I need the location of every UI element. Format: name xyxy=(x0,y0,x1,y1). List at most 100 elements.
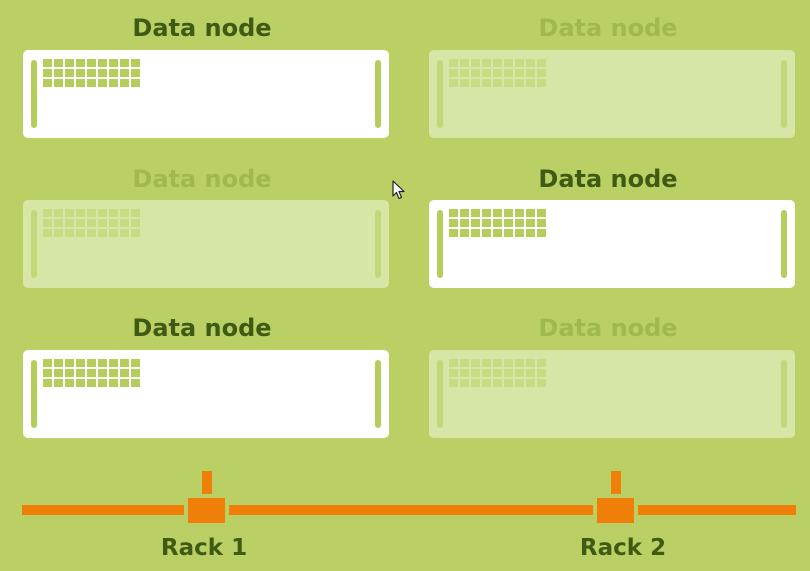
data-node-1 xyxy=(23,50,389,138)
port-cell xyxy=(120,379,129,387)
port-cell xyxy=(482,59,491,67)
port-cell xyxy=(493,209,502,217)
port-cell xyxy=(76,359,85,367)
port-cell xyxy=(76,59,85,67)
port-cell xyxy=(515,369,524,377)
port-cell xyxy=(537,229,546,237)
port-cell xyxy=(471,219,480,227)
port-cell xyxy=(537,369,546,377)
port-cell xyxy=(537,79,546,87)
connector-stem xyxy=(202,471,212,494)
node-bracket-left xyxy=(437,210,443,278)
connector-stem xyxy=(611,471,621,494)
port-cell xyxy=(515,79,524,87)
port-cell xyxy=(537,59,546,67)
port-cell xyxy=(515,229,524,237)
node-bracket-right xyxy=(375,210,381,278)
port-cell xyxy=(515,209,524,217)
port-cell xyxy=(109,379,118,387)
port-cell xyxy=(87,369,96,377)
port-cell xyxy=(87,379,96,387)
data-node-6 xyxy=(429,350,795,438)
port-cell xyxy=(54,359,63,367)
port-cell xyxy=(526,229,535,237)
port-cell xyxy=(54,69,63,77)
port-cell xyxy=(537,379,546,387)
node-bracket-right xyxy=(781,210,787,278)
port-cell xyxy=(482,229,491,237)
port-cell xyxy=(460,359,469,367)
port-cell xyxy=(76,69,85,77)
node-bracket-right xyxy=(375,60,381,128)
node-port-grid xyxy=(449,59,546,87)
port-cell xyxy=(460,229,469,237)
port-cell xyxy=(65,229,74,237)
port-cell xyxy=(526,209,535,217)
port-cell xyxy=(120,59,129,67)
port-cell xyxy=(54,369,63,377)
port-cell xyxy=(76,379,85,387)
port-cell xyxy=(471,69,480,77)
port-cell xyxy=(98,209,107,217)
port-cell xyxy=(471,379,480,387)
port-cell xyxy=(109,59,118,67)
port-cell xyxy=(120,209,129,217)
port-cell xyxy=(449,209,458,217)
port-cell xyxy=(109,69,118,77)
port-cell xyxy=(515,359,524,367)
node-bracket-left xyxy=(31,210,37,278)
port-cell xyxy=(493,219,502,227)
port-cell xyxy=(460,369,469,377)
data-node-2 xyxy=(429,50,795,138)
port-cell xyxy=(43,209,52,217)
port-cell xyxy=(65,379,74,387)
port-cell xyxy=(471,369,480,377)
port-cell xyxy=(131,229,140,237)
port-cell xyxy=(65,69,74,77)
port-cell xyxy=(504,229,513,237)
port-cell xyxy=(482,209,491,217)
port-cell xyxy=(43,359,52,367)
port-cell xyxy=(493,79,502,87)
port-cell xyxy=(76,79,85,87)
port-cell xyxy=(537,69,546,77)
port-cell xyxy=(526,369,535,377)
node-6-title: Data node xyxy=(538,314,678,342)
port-cell xyxy=(460,59,469,67)
port-cell xyxy=(65,209,74,217)
port-cell xyxy=(54,219,63,227)
port-cell xyxy=(109,219,118,227)
port-cell xyxy=(526,59,535,67)
port-cell xyxy=(526,69,535,77)
port-cell xyxy=(449,369,458,377)
port-cell xyxy=(537,359,546,367)
port-cell xyxy=(515,219,524,227)
port-cell xyxy=(54,209,63,217)
port-cell xyxy=(98,229,107,237)
port-cell xyxy=(482,79,491,87)
node-3-title: Data node xyxy=(132,165,272,193)
port-cell xyxy=(471,79,480,87)
port-cell xyxy=(449,359,458,367)
port-cell xyxy=(449,379,458,387)
port-cell xyxy=(87,69,96,77)
node-port-grid xyxy=(43,359,140,387)
port-cell xyxy=(131,209,140,217)
port-cell xyxy=(131,219,140,227)
port-cell xyxy=(504,209,513,217)
port-cell xyxy=(65,219,74,227)
port-cell xyxy=(493,359,502,367)
port-cell xyxy=(471,59,480,67)
port-cell xyxy=(504,369,513,377)
node-bracket-left xyxy=(31,360,37,428)
port-cell xyxy=(109,369,118,377)
port-cell xyxy=(98,219,107,227)
network-rail xyxy=(22,505,796,515)
port-cell xyxy=(120,79,129,87)
port-cell xyxy=(120,229,129,237)
port-cell xyxy=(131,79,140,87)
port-cell xyxy=(98,69,107,77)
connector-switch xyxy=(188,498,225,523)
port-cell xyxy=(131,359,140,367)
mouse-pointer-icon xyxy=(392,180,405,200)
